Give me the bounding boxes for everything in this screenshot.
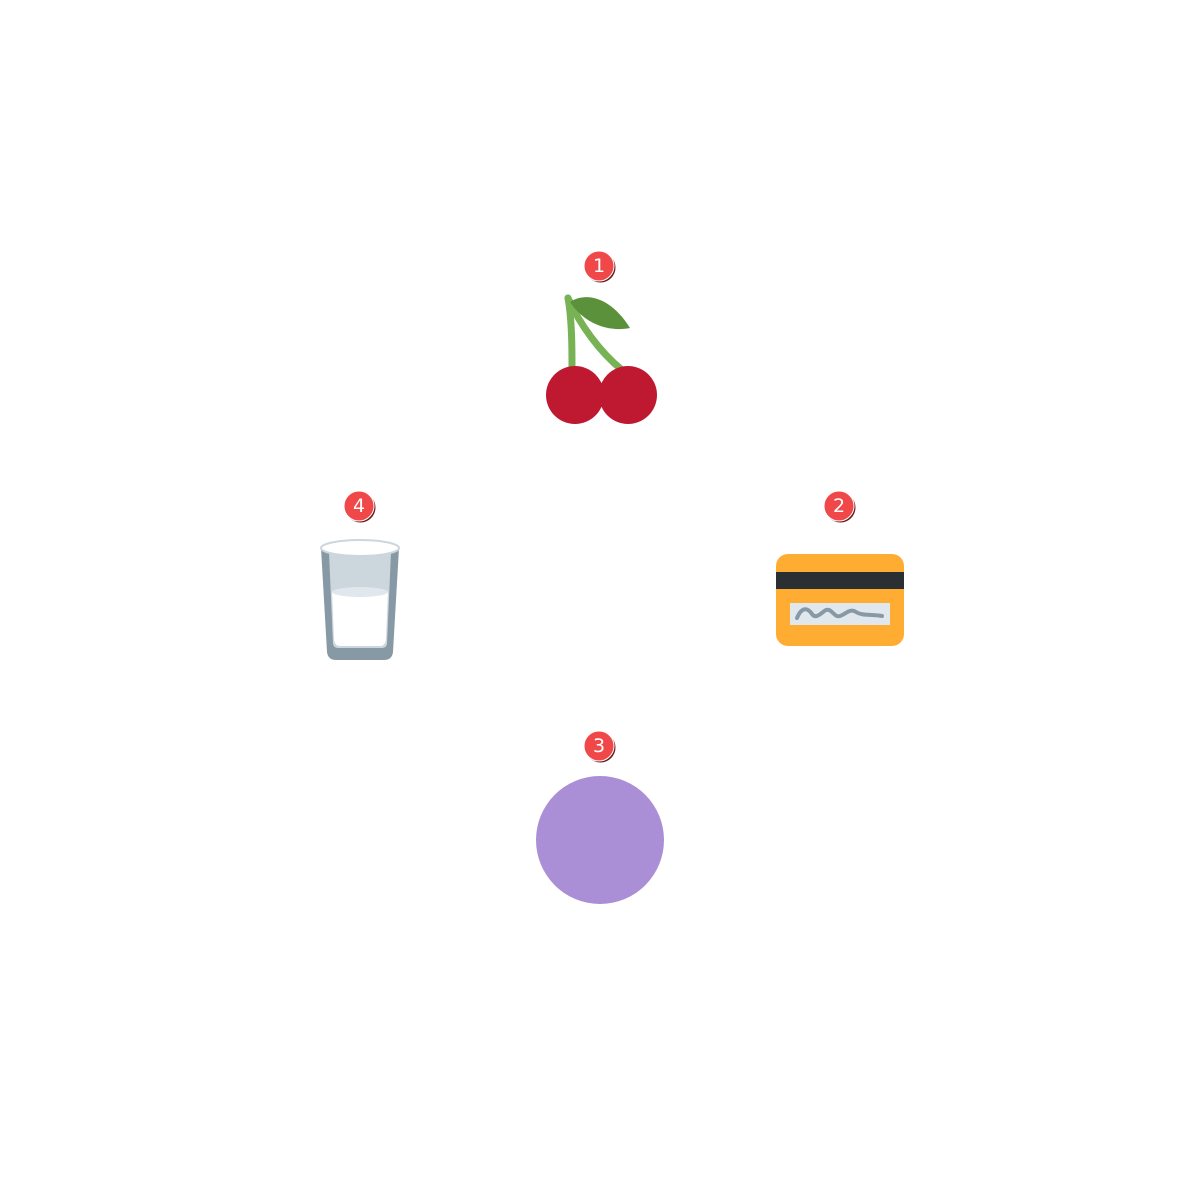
numbered-item-1: 1	[530, 250, 670, 450]
number-badge: 4	[343, 490, 376, 523]
credit-card-icon	[770, 530, 910, 670]
numbered-item-2: 2	[770, 490, 910, 690]
purple-circle-icon	[530, 770, 670, 910]
numbered-item-4: 4	[290, 490, 430, 690]
badge-number: 4	[352, 495, 366, 517]
badge-number: 3	[592, 735, 606, 757]
cherries-icon	[530, 290, 670, 430]
badge-number: 1	[592, 255, 606, 277]
badge-number: 2	[832, 495, 846, 517]
numbered-item-3: 3	[530, 730, 670, 930]
glass-of-milk-icon	[290, 530, 430, 670]
number-badge: 3	[583, 730, 616, 763]
number-badge: 2	[823, 490, 856, 523]
number-badge: 1	[583, 250, 616, 283]
